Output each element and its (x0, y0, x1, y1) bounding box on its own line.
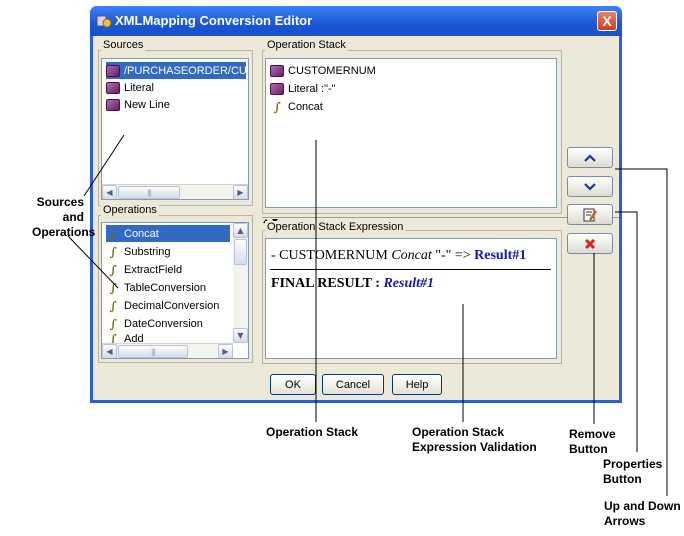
list-item[interactable]: CUSTOMERNUM (270, 62, 376, 79)
function-icon: ∫ (109, 316, 117, 331)
list-item[interactable]: ∫ Concat (106, 225, 230, 242)
book-icon (106, 98, 120, 111)
scroll-left-button[interactable]: ◀ (102, 344, 117, 358)
move-down-button[interactable] (567, 176, 613, 197)
operations-list[interactable]: ∫ Concat ∫ Substring ∫ ExtractField ∫ Ta… (101, 222, 249, 359)
down-arrow-icon (584, 182, 596, 191)
scroll-left-button[interactable]: ◀ (102, 185, 117, 199)
scroll-down-button[interactable]: ▼ (233, 328, 248, 343)
operations-group (98, 215, 253, 363)
sources-hscrollbar[interactable]: ◀ ||| ▶ (102, 184, 248, 199)
function-icon: ∫ (109, 280, 117, 295)
callout-expression-validation: Operation Stack Expression Validation (412, 425, 537, 454)
splitter-line (262, 217, 619, 218)
book-icon (270, 82, 284, 95)
list-item[interactable]: Literal :"-" (270, 80, 336, 97)
list-item[interactable]: ∫ DecimalConversion (106, 297, 220, 314)
list-item[interactable]: ∫ Add (106, 333, 144, 345)
remove-icon (584, 238, 596, 249)
close-button[interactable]: X (597, 11, 617, 31)
expression-group (262, 230, 562, 364)
list-item[interactable]: ∫ Substring (106, 243, 171, 260)
callout-remove-button: Remove Button (569, 427, 616, 456)
book-icon (106, 64, 120, 77)
title-bar[interactable]: XMLMapping Conversion Editor X (90, 6, 622, 36)
operations-legend: Operations (101, 204, 159, 216)
sources-legend: Sources (101, 39, 146, 51)
expression-divider (270, 269, 551, 270)
operation-stack-list[interactable]: CUSTOMERNUM Literal :"-" ∫ Concat (265, 58, 557, 208)
callout-properties-button: Properties Button (603, 457, 663, 486)
window-title: XMLMapping Conversion Editor (115, 13, 313, 28)
operation-stack-legend: Operation Stack (265, 39, 348, 51)
up-arrow-icon (584, 153, 596, 162)
callout-updown-arrows: Up and Down Arrows (604, 499, 681, 528)
scroll-right-button[interactable]: ▶ (233, 185, 248, 199)
scroll-thumb[interactable] (234, 239, 247, 265)
properties-icon (583, 208, 598, 221)
book-icon (270, 64, 284, 77)
dialog-window: XMLMapping Conversion Editor X Sources /… (90, 6, 622, 403)
scroll-thumb[interactable]: ||| (118, 186, 180, 199)
scroll-up-button[interactable]: ▲ (233, 223, 248, 238)
expression-line: - CUSTOMERNUM Concat "-" => Result#1 (271, 248, 527, 263)
operations-vscrollbar[interactable]: ▲ ▼ (233, 223, 248, 343)
callout-operation-stack: Operation Stack (266, 425, 359, 439)
book-icon (106, 81, 120, 94)
function-icon: ∫ (109, 333, 117, 345)
sources-list[interactable]: /PURCHASEORDER/CUST Literal New Line ◀ |… (101, 58, 249, 200)
list-item[interactable]: ∫ TableConversion (106, 279, 206, 296)
app-icon (96, 13, 112, 29)
operations-hscrollbar[interactable]: ◀ ||| ▶ (102, 343, 233, 358)
list-item[interactable]: ∫ DateConversion (106, 315, 203, 332)
list-item[interactable]: Literal (106, 79, 154, 96)
ok-button[interactable]: OK (270, 374, 316, 395)
expression-panel: - CUSTOMERNUM Concat "-" => Result#1 FIN… (265, 238, 557, 359)
list-item[interactable]: New Line (106, 96, 170, 113)
operation-stack-group (262, 50, 562, 214)
sources-group (98, 50, 253, 206)
scroll-right-button[interactable]: ▶ (218, 344, 233, 358)
properties-button[interactable] (567, 204, 613, 225)
list-item[interactable]: ∫ ExtractField (106, 261, 183, 278)
expression-legend: Operation Stack Expression (265, 221, 406, 233)
callout-sources-operations: Sources and Operations (32, 195, 96, 239)
list-item[interactable]: ∫ Concat (270, 98, 323, 115)
function-icon: ∫ (109, 298, 117, 313)
scroll-thumb[interactable]: ||| (118, 345, 188, 358)
help-button[interactable]: Help (392, 374, 442, 395)
remove-button[interactable] (567, 233, 613, 254)
cancel-button[interactable]: Cancel (322, 374, 384, 395)
function-icon: ∫ (109, 244, 117, 259)
function-icon: ∫ (109, 226, 117, 241)
dialog-client-area: Sources /PURCHASEORDER/CUST Literal New … (93, 36, 619, 400)
final-result-line: FINAL RESULT : Result#1 (271, 276, 435, 291)
function-icon: ∫ (109, 262, 117, 277)
function-icon: ∫ (273, 99, 281, 114)
move-up-button[interactable] (567, 147, 613, 168)
list-item[interactable]: /PURCHASEORDER/CUST (106, 62, 248, 79)
